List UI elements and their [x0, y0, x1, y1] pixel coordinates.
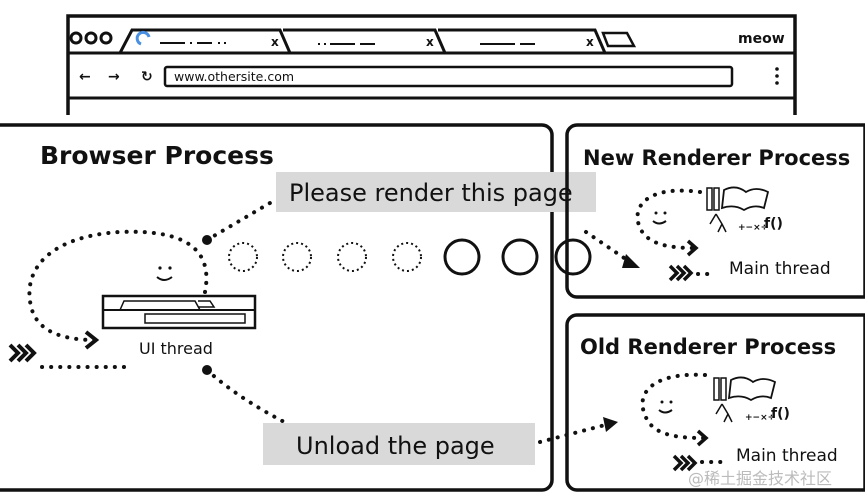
tab-close-icon[interactable]: x: [271, 35, 279, 49]
watermark: @稀土掘金技术社区: [688, 469, 832, 488]
new-tab-button[interactable]: [601, 31, 637, 48]
render-message-text: Please render this page: [289, 179, 573, 207]
profile-label: meow: [738, 31, 785, 47]
menu-icon[interactable]: [775, 67, 779, 85]
browser-process-box: Browser Process UI thread Please render …: [0, 123, 618, 492]
forward-icon[interactable]: →: [108, 69, 120, 85]
new-renderer-title: New Renderer Process: [583, 146, 850, 170]
ui-thread-label: UI thread: [139, 339, 213, 358]
tools-books-functions-icon: +−×÷ f(): [706, 186, 783, 233]
tab-close-icon[interactable]: x: [586, 35, 594, 49]
face-icon: [652, 211, 667, 225]
reload-icon[interactable]: ↻: [141, 69, 153, 85]
incoming-task-arrows-icon: [8, 343, 37, 363]
face-icon: [658, 400, 673, 414]
old-renderer-process-box: Old Renderer Process +−×÷ f() Main threa…: [565, 313, 865, 492]
unload-message-label: [263, 423, 535, 465]
browser-process-title: Browser Process: [40, 141, 274, 170]
new-renderer-main-thread-label: Main thread: [729, 259, 831, 279]
tab-1[interactable]: [118, 28, 292, 54]
arrow-icon: [603, 417, 618, 432]
browser-window-icon: [101, 294, 257, 330]
unload-message-text: Unload the page: [296, 432, 495, 460]
tab-close-icon[interactable]: x: [426, 35, 434, 49]
svg-text:+−×÷: +−×÷: [745, 413, 775, 423]
old-renderer-main-thread-label: Main thread: [736, 446, 838, 466]
ui-thread-loop: [27, 229, 209, 342]
old-renderer-title: Old Renderer Process: [580, 335, 836, 359]
ipc-message-circles: [228, 238, 592, 276]
tab-3[interactable]: [438, 28, 607, 54]
arrow-icon: [622, 254, 640, 268]
tab-2[interactable]: [283, 28, 447, 54]
face-icon: [156, 266, 173, 281]
loading-spinner-icon: [135, 30, 151, 46]
svg-text:f(): f(): [764, 216, 783, 232]
svg-text:+−×÷: +−×÷: [738, 223, 768, 233]
address-bar[interactable]: [163, 65, 734, 88]
browser-window-sketch: x x x meow ← → ↻ www.othersite.com: [66, 14, 797, 115]
window-controls-icon: [69, 31, 113, 45]
tools-books-functions-icon: +−×÷ f(): [713, 376, 790, 423]
svg-text:f(): f(): [771, 406, 790, 422]
back-icon[interactable]: ←: [79, 69, 91, 85]
new-renderer-process-box: New Renderer Process +−×÷ f() Main threa…: [565, 123, 865, 299]
incoming-task-arrows-icon: [668, 264, 694, 282]
arrow-icon: [84, 330, 100, 350]
address-text: www.othersite.com: [174, 69, 294, 84]
incoming-task-arrows-icon: [672, 454, 698, 472]
render-message-label: [276, 172, 596, 212]
